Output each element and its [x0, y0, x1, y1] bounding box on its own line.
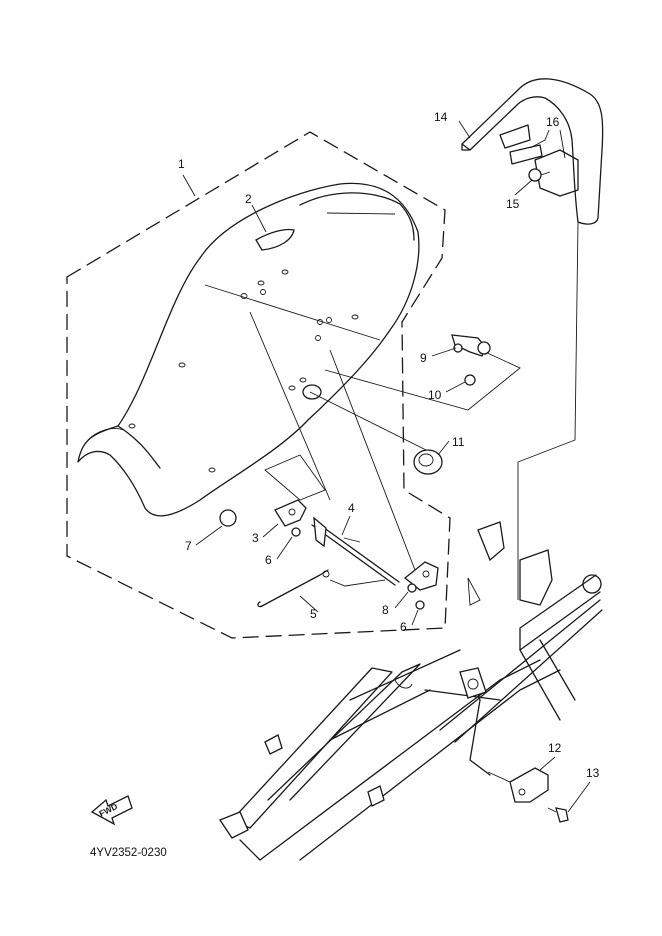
- callout-13: 13: [586, 766, 600, 780]
- seat-lock-linkage: [219, 499, 439, 610]
- callout-2: 2: [245, 192, 252, 206]
- seat-assembly-boundary: [66, 131, 451, 639]
- collar-part-11: [413, 449, 443, 475]
- callout-8: 8: [382, 603, 389, 617]
- callout-labels: 1 2 3 4 5 6 6 7 8 9 10 11 12 13 14 15 16: [178, 110, 600, 780]
- callout-1: 1: [178, 157, 185, 171]
- guide-lines: [182, 174, 579, 600]
- callout-15: 15: [506, 197, 520, 211]
- callout-5: 5: [310, 607, 317, 621]
- callout-11: 11: [452, 435, 465, 449]
- callout-3: 3: [252, 531, 259, 545]
- tail-cover: [461, 78, 604, 225]
- callout-14: 14: [434, 110, 448, 124]
- callout-6b: 6: [400, 620, 407, 634]
- seat-mounting-holes: [128, 269, 359, 473]
- callout-6a: 6: [265, 553, 272, 567]
- callout-12: 12: [548, 741, 562, 755]
- callout-leaders: [195, 120, 591, 813]
- forward-arrow-icon: FWD: [90, 795, 133, 826]
- lock-assembly: [451, 334, 491, 386]
- bolt-part-13: [547, 807, 569, 823]
- callout-4: 4: [348, 501, 355, 515]
- seat: [77, 182, 420, 517]
- seat-hook: [255, 228, 295, 251]
- rear-frame: [219, 521, 603, 861]
- callout-16: 16: [546, 115, 560, 129]
- callout-7: 7: [185, 539, 192, 553]
- diagram-code: 4YV2352-0230: [90, 847, 167, 859]
- callout-9: 9: [420, 351, 427, 365]
- callout-10: 10: [428, 388, 442, 402]
- seat-bracket-part-12: [487, 767, 549, 803]
